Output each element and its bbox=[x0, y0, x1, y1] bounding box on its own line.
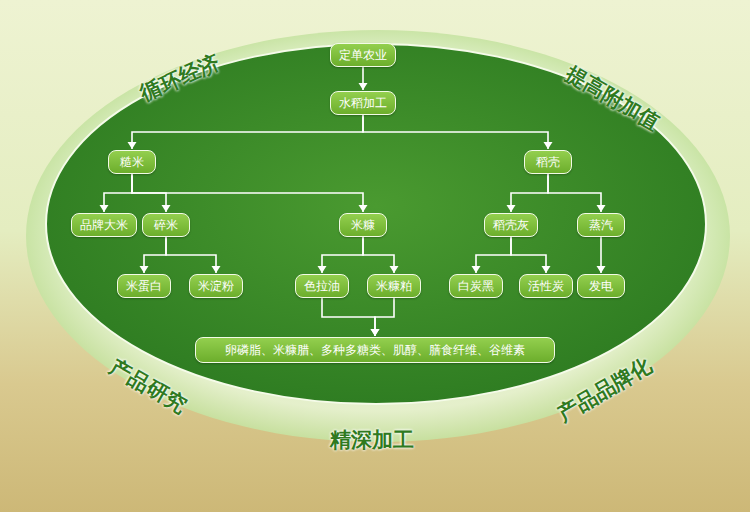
process-box: 米糠粕 bbox=[367, 274, 421, 298]
box-text: 蒸汽 bbox=[589, 217, 613, 233]
box-text: 发电 bbox=[589, 278, 613, 294]
connector bbox=[359, 67, 368, 90]
process-box: 品牌大米 bbox=[71, 213, 137, 237]
arrow-head bbox=[472, 266, 481, 273]
ring-label: 循环经济 bbox=[136, 48, 224, 108]
connector bbox=[371, 298, 395, 336]
process-box: 稻壳灰 bbox=[484, 213, 538, 237]
process-box: 定单农业 bbox=[330, 43, 396, 67]
arrow-head bbox=[371, 329, 380, 336]
connector bbox=[140, 237, 167, 273]
process-box: 米淀粉 bbox=[189, 274, 243, 298]
box-text: 稻壳灰 bbox=[493, 217, 529, 233]
arrow-head bbox=[128, 142, 137, 149]
connector bbox=[511, 237, 551, 273]
process-box: 色拉油 bbox=[295, 274, 349, 298]
box-text: 米糠 bbox=[351, 217, 375, 233]
arrow-head bbox=[371, 329, 380, 336]
arrow-head bbox=[390, 266, 399, 273]
arrow-head bbox=[162, 205, 171, 212]
arrow-head bbox=[359, 83, 368, 90]
arrow-head bbox=[359, 205, 368, 212]
box-text: 活性炭 bbox=[528, 278, 564, 294]
arrow-head bbox=[597, 205, 606, 212]
connector bbox=[507, 174, 549, 212]
inner-ellipse bbox=[46, 44, 706, 404]
connector bbox=[363, 115, 553, 149]
box-text: 稻壳 bbox=[536, 154, 560, 170]
arrow-head bbox=[544, 142, 553, 149]
process-box: 糙米 bbox=[108, 150, 156, 174]
arrow-head bbox=[318, 266, 327, 273]
connector-line bbox=[132, 115, 363, 149]
connector bbox=[128, 115, 364, 149]
box-text: 糙米 bbox=[120, 154, 144, 170]
connector bbox=[472, 237, 512, 273]
connector bbox=[318, 237, 364, 273]
box-text: 白炭黑 bbox=[458, 278, 494, 294]
process-box: 发电 bbox=[577, 274, 625, 298]
connector-line bbox=[322, 237, 363, 273]
connector bbox=[322, 298, 380, 336]
process-box: 蒸汽 bbox=[577, 213, 625, 237]
box-text: 品牌大米 bbox=[80, 217, 128, 233]
box-text: 米糠粕 bbox=[376, 278, 412, 294]
connector bbox=[548, 174, 606, 212]
connector bbox=[166, 237, 221, 273]
connector-line bbox=[511, 174, 548, 212]
ring-label: 提高附加值 bbox=[560, 60, 665, 137]
box-text: 色拉油 bbox=[304, 278, 340, 294]
process-box: 水稻加工 bbox=[330, 91, 396, 115]
connector-line bbox=[363, 237, 394, 273]
process-box: 米糠 bbox=[339, 213, 387, 237]
connector-line bbox=[104, 174, 132, 212]
process-box: 白炭黑 bbox=[449, 274, 503, 298]
connector-line bbox=[548, 174, 601, 212]
process-box: 碎米 bbox=[142, 213, 190, 237]
process-box: 米蛋白 bbox=[117, 274, 171, 298]
ring-label: 产品品牌化 bbox=[552, 352, 657, 429]
process-box: 稻壳 bbox=[524, 150, 572, 174]
connector-line bbox=[132, 174, 363, 212]
box-text: 卵磷脂、米糠腊、多种多糖类、肌醇、膳食纤维、谷维素 bbox=[225, 342, 525, 358]
arrow-head bbox=[542, 266, 551, 273]
product-band: 卵磷脂、米糠腊、多种多糖类、肌醇、膳食纤维、谷维素 bbox=[195, 337, 555, 363]
connector-line bbox=[511, 237, 546, 273]
ring-label: 精深加工 bbox=[330, 426, 414, 454]
connector-line bbox=[166, 237, 216, 273]
connector-line bbox=[322, 298, 375, 336]
connector-line bbox=[476, 237, 511, 273]
ring-label: 产品研究 bbox=[105, 353, 192, 419]
box-text: 米蛋白 bbox=[126, 278, 162, 294]
connector bbox=[363, 237, 399, 273]
box-text: 碎米 bbox=[154, 217, 178, 233]
arrow-head bbox=[507, 205, 516, 212]
arrow-head bbox=[100, 205, 109, 212]
connector-line bbox=[363, 115, 548, 149]
arrow-head bbox=[140, 266, 149, 273]
process-box: 活性炭 bbox=[519, 274, 573, 298]
connector bbox=[132, 174, 368, 212]
arrow-head bbox=[597, 266, 606, 273]
connector bbox=[597, 237, 606, 273]
box-text: 米淀粉 bbox=[198, 278, 234, 294]
connector bbox=[100, 174, 133, 212]
box-text: 水稻加工 bbox=[339, 95, 387, 111]
box-text: 定单农业 bbox=[339, 47, 387, 63]
outer-ring bbox=[26, 30, 730, 442]
arrow-head bbox=[212, 266, 221, 273]
